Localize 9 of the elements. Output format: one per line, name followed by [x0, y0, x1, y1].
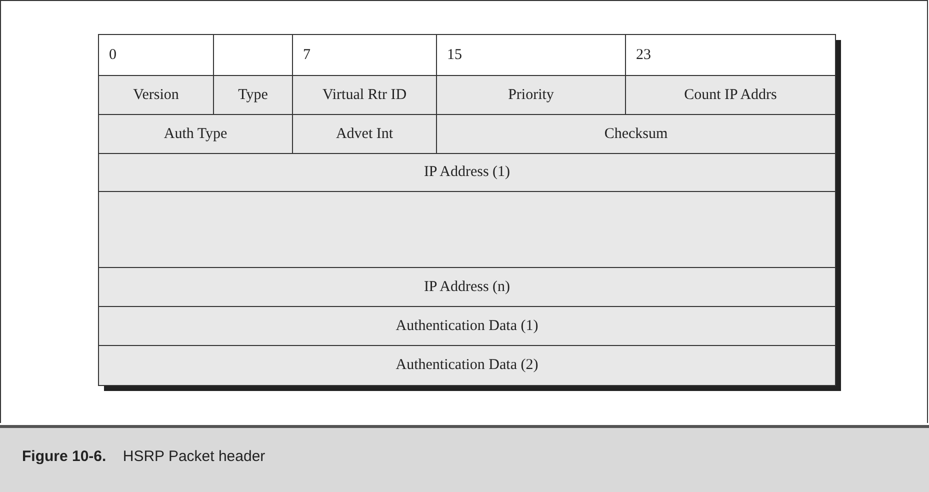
bit-offset-cell: 15	[436, 34, 626, 76]
field-cell: IP Address (1)	[98, 153, 836, 192]
bit-offset-cell: 23	[625, 34, 836, 76]
field-cell: Authentication Data (1)	[98, 306, 836, 346]
figure-caption: Figure 10-6. HSRP Packet header	[22, 448, 266, 465]
bit-offset-cell: 0	[98, 34, 214, 76]
field-cell: IP Address (n)	[98, 267, 836, 307]
bit-offset-cell: 7	[292, 34, 437, 76]
field-cell: Authentication Data (2)	[98, 345, 836, 386]
